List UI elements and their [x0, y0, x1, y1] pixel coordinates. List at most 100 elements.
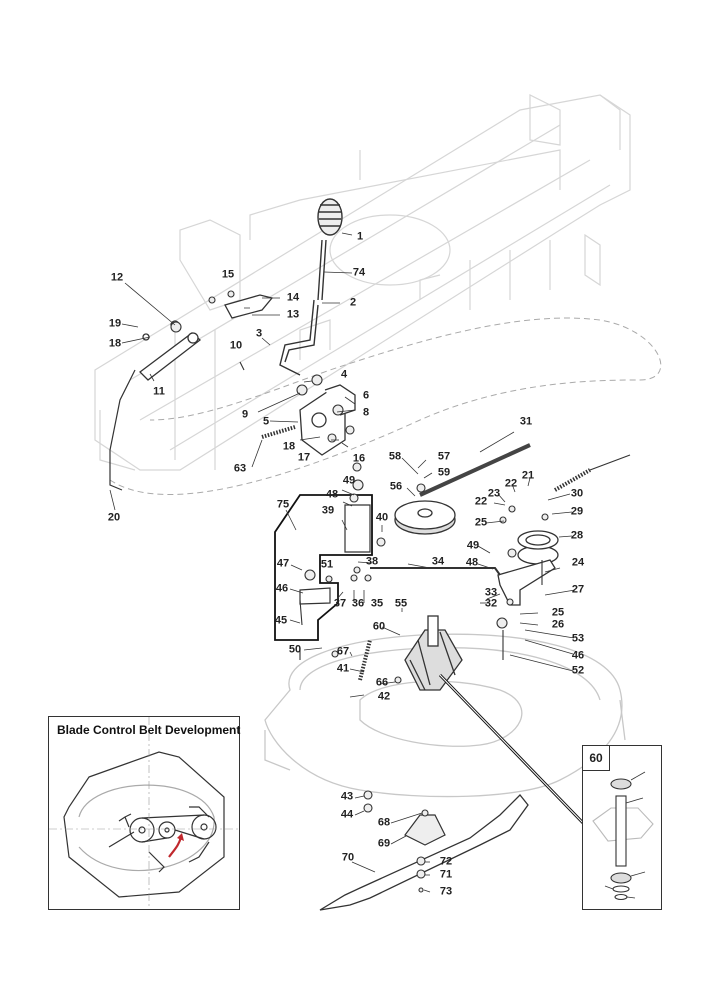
- part-label-15: 15: [221, 268, 235, 281]
- inset-title: Blade Control Belt Development: [57, 723, 241, 737]
- part-label-48: 48: [325, 488, 339, 501]
- part-label-56: 56: [389, 480, 403, 493]
- part-label-33: 33: [484, 586, 498, 599]
- rotation-arrow-icon: [118, 813, 132, 828]
- part-label-9: 9: [241, 408, 249, 421]
- part-label-2: 2: [349, 296, 357, 309]
- part-label-46: 46: [571, 649, 585, 662]
- part-label-14: 14: [286, 291, 300, 304]
- part-label-25: 25: [474, 516, 488, 529]
- rod-34: [370, 567, 501, 576]
- tension-arrow-icon: [168, 836, 183, 858]
- spindle-detail-inset: 60: [582, 745, 662, 910]
- blade-adapter-69: [404, 814, 446, 846]
- part-label-27: 27: [571, 583, 585, 596]
- springs: [109, 369, 631, 681]
- callout-60: 60: [582, 745, 610, 771]
- blade-70: [319, 794, 529, 911]
- part-label-49: 49: [466, 539, 480, 552]
- part-label-40: 40: [375, 511, 389, 524]
- part-label-47: 47: [276, 557, 290, 570]
- cutter-deck: [264, 633, 626, 798]
- part-label-6: 6: [362, 389, 370, 402]
- part-label-28: 28: [570, 529, 584, 542]
- part-label-69: 69: [377, 837, 391, 850]
- part-label-55: 55: [394, 597, 408, 610]
- part-label-75: 75: [276, 498, 290, 511]
- idler-arm-24: [497, 559, 556, 606]
- spindle-housing-60: [404, 615, 463, 691]
- part-label-11: 11: [153, 385, 165, 398]
- bracket-39: [344, 504, 371, 553]
- part-label-10: 10: [229, 339, 243, 352]
- part-label-67: 67: [336, 645, 350, 658]
- part-label-24: 24: [571, 556, 585, 569]
- part-label-31: 31: [519, 415, 533, 428]
- part-label-12: 12: [110, 271, 124, 284]
- part-label-13: 13: [286, 308, 300, 321]
- part-label-57: 57: [437, 450, 451, 463]
- part-label-29: 29: [570, 505, 584, 518]
- idler-pulley-28: [517, 530, 559, 565]
- part-label-49: 49: [342, 474, 356, 487]
- part-label-1: 1: [356, 230, 364, 243]
- part-label-70: 70: [341, 851, 355, 864]
- part-label-68: 68: [377, 816, 391, 829]
- part-label-59: 59: [437, 466, 451, 479]
- part-label-51: 51: [320, 558, 334, 571]
- part-label-66: 66: [375, 676, 389, 689]
- part-label-22: 22: [474, 495, 488, 508]
- part-label-58: 58: [388, 450, 402, 463]
- part-label-16: 16: [352, 452, 366, 465]
- part-label-18: 18: [108, 337, 122, 350]
- part-label-71: 71: [439, 868, 453, 881]
- leader-lines: [109, 232, 576, 893]
- part-label-39: 39: [321, 504, 335, 517]
- belt-development-inset: Blade Control Belt Development: [48, 716, 240, 910]
- chassis-frame: [94, 94, 631, 471]
- pulley-56: [394, 500, 456, 535]
- part-label-36: 36: [351, 597, 365, 610]
- part-label-30: 30: [570, 487, 584, 500]
- part-label-34: 34: [431, 555, 445, 568]
- part-label-3: 3: [255, 327, 263, 340]
- part-label-48: 48: [465, 556, 479, 569]
- part-label-19: 19: [108, 317, 122, 330]
- part-label-50: 50: [288, 643, 302, 656]
- part-label-52: 52: [571, 664, 585, 677]
- bracket-14: [224, 294, 274, 319]
- spindle-detail-drawing: [592, 771, 654, 901]
- part-label-17: 17: [297, 451, 311, 464]
- part-label-8: 8: [362, 406, 370, 419]
- part-label-38: 38: [365, 555, 379, 568]
- part-label-25: 25: [551, 606, 565, 619]
- lever-plate: [299, 384, 356, 456]
- part-label-46: 46: [275, 582, 289, 595]
- part-label-26: 26: [551, 618, 565, 631]
- hardware: [170, 290, 549, 893]
- drive-belt-outline: [109, 317, 662, 496]
- part-label-72: 72: [439, 855, 453, 868]
- belt-development-drawing: [49, 717, 239, 909]
- link-arm: [139, 320, 202, 381]
- part-label-60: 60: [372, 620, 386, 633]
- part-label-74: 74: [352, 266, 366, 279]
- part-label-23: 23: [487, 487, 501, 500]
- part-label-37: 37: [333, 597, 347, 610]
- part-label-4: 4: [340, 368, 348, 381]
- plate-46a: [299, 587, 331, 605]
- blade-control-lever: [279, 198, 343, 376]
- subassembly-75-outline: [274, 494, 373, 641]
- part-label-22: 22: [504, 477, 518, 490]
- part-label-63: 63: [233, 462, 247, 475]
- part-label-44: 44: [340, 808, 354, 821]
- part-label-21: 21: [521, 469, 535, 482]
- part-label-41: 41: [336, 662, 350, 675]
- part-label-35: 35: [370, 597, 384, 610]
- part-label-42: 42: [377, 690, 391, 703]
- part-label-45: 45: [274, 614, 288, 627]
- part-label-43: 43: [340, 790, 354, 803]
- drive-belt-31: [419, 443, 531, 497]
- part-label-18: 18: [282, 440, 296, 453]
